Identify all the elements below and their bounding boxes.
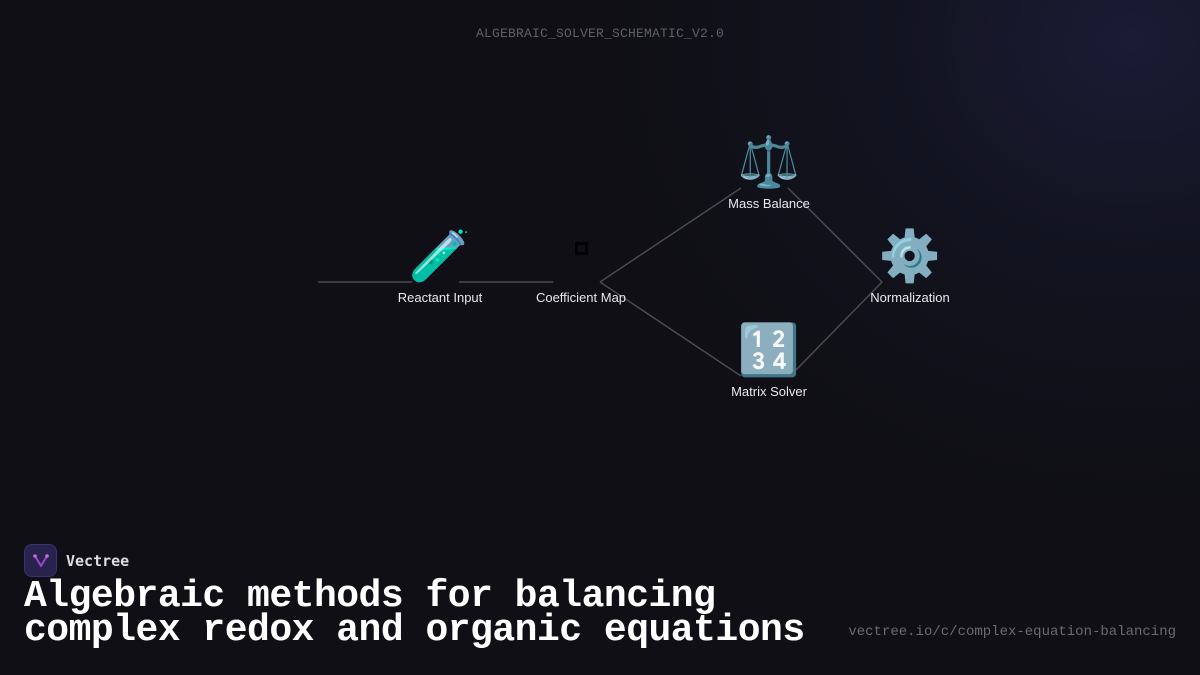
node-label: Mass Balance xyxy=(728,196,810,211)
node-coefficient-map[interactable]: Coefficient Map xyxy=(511,226,651,305)
node-label: Reactant Input xyxy=(397,290,483,305)
vectree-logo-icon xyxy=(24,544,57,577)
node-normalization[interactable]: ⚙️ Normalization xyxy=(840,226,980,305)
brand: Vectree xyxy=(24,544,129,577)
brand-name: Vectree xyxy=(66,551,130,570)
node-reactant-input[interactable]: 🧪 Reactant Input xyxy=(370,226,510,305)
test-tube-icon: 🧪 xyxy=(408,228,472,284)
node-label: Normalization xyxy=(870,290,950,305)
node-mass-balance[interactable]: ⚖️ Mass Balance xyxy=(699,132,839,211)
gear-icon: ⚙️ xyxy=(878,228,942,284)
headline-line-1: Algebraic methods for balancing xyxy=(24,575,716,618)
edge-mass-balance-to-normalization xyxy=(787,187,883,283)
node-label: Coefficient Map xyxy=(535,290,627,305)
headline: Algebraic methods for balancing complex … xyxy=(24,575,805,652)
schematic-title: ALGEBRAIC_SOLVER_SCHEMATIC_V2.0 xyxy=(475,26,725,41)
node-matrix-solver[interactable]: 🔢 Matrix Solver xyxy=(699,320,839,399)
square-box-icon xyxy=(511,226,651,286)
edge-coefficient-to-mass-balance xyxy=(599,187,742,283)
numbers-1234-icon: 🔢 xyxy=(737,322,801,378)
page-url[interactable]: vectree.io/c/complex-equation-balancing xyxy=(848,624,1176,640)
edge-coefficient-to-matrix-solver xyxy=(599,281,742,377)
headline-line-2: complex redox and organic equations xyxy=(24,609,805,652)
balance-scale-icon: ⚖️ xyxy=(737,134,801,190)
edge-matrix-solver-to-normalization xyxy=(795,281,883,371)
node-label: Matrix Solver xyxy=(731,384,807,399)
